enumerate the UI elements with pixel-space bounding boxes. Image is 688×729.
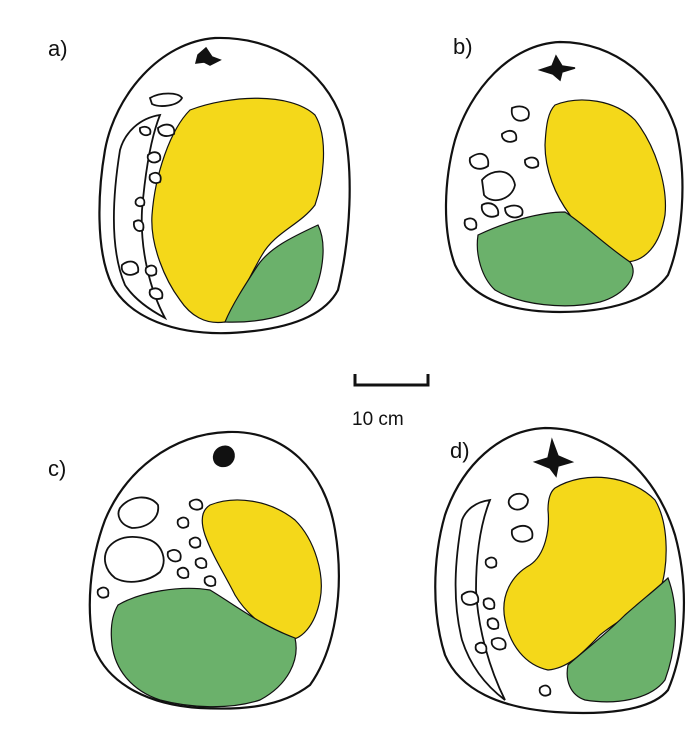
panel-c-hole-3 bbox=[188, 536, 202, 549]
panel-a-hole-10 bbox=[148, 287, 164, 300]
panel-c-left-cluster bbox=[104, 536, 165, 583]
panel-b-hole-8 bbox=[501, 129, 518, 143]
panel-c: c) bbox=[48, 430, 340, 710]
scale-bar-line bbox=[353, 374, 430, 387]
panel-c-hole-9 bbox=[96, 586, 110, 599]
panel-b-dark-spot bbox=[537, 54, 576, 82]
panel-c-dark-spot bbox=[212, 445, 235, 468]
panel-c-hole-4 bbox=[166, 549, 182, 563]
panel-label-b: b) bbox=[453, 34, 473, 59]
panel-b-green-region bbox=[476, 211, 634, 307]
panel-b-hole-5 bbox=[480, 202, 500, 218]
panel-a-dark-spot bbox=[195, 46, 222, 66]
panel-c-hole-7 bbox=[203, 575, 217, 587]
panel-d-hole-3 bbox=[460, 590, 480, 606]
panel-d-hatched-spot bbox=[507, 492, 529, 511]
scale-bar-label: 10 cm bbox=[352, 409, 404, 430]
panel-c-green-region bbox=[110, 587, 297, 708]
panel-c-hole-5 bbox=[176, 566, 190, 579]
panel-d-hole-6 bbox=[490, 637, 507, 651]
scale-bar: 10 cm bbox=[352, 374, 430, 430]
panel-a: a) bbox=[48, 36, 351, 335]
panel-b: b) bbox=[444, 34, 684, 314]
panel-c-hole-1 bbox=[117, 496, 160, 529]
panel-a-green-region bbox=[224, 224, 324, 323]
panel-b-hole-1 bbox=[510, 105, 530, 122]
panel-a-hole-6 bbox=[134, 196, 146, 208]
panel-b-hole-2 bbox=[468, 152, 490, 170]
panel-a-hole-2 bbox=[139, 125, 152, 137]
panel-b-hole-7 bbox=[463, 217, 478, 231]
panel-a-hole-3 bbox=[157, 123, 176, 137]
panel-label-a: a) bbox=[48, 36, 68, 61]
panel-a-hole-9 bbox=[144, 264, 158, 277]
panel-a-hole-8 bbox=[120, 260, 140, 276]
panel-d-inner-ring bbox=[454, 498, 506, 701]
panel-d-hole-8 bbox=[538, 684, 552, 697]
panel-b-hole-6 bbox=[504, 204, 524, 219]
panel-b-hole-4 bbox=[524, 156, 540, 169]
panel-a-hole-7 bbox=[132, 219, 145, 232]
panel-d-green-region bbox=[566, 576, 676, 703]
panel-d-hole-2 bbox=[484, 556, 498, 569]
panel-d: d) bbox=[434, 426, 685, 715]
panel-c-hole-6 bbox=[194, 557, 208, 569]
panel-d-hole-5 bbox=[486, 617, 500, 630]
panel-c-hole-2 bbox=[176, 516, 190, 529]
panel-a-hole-5 bbox=[148, 171, 162, 184]
panel-d-yellow-region bbox=[503, 476, 667, 671]
panel-a-hole-1 bbox=[148, 92, 184, 107]
panel-d-dark-spot bbox=[532, 437, 575, 478]
panel-d-hole-1 bbox=[511, 524, 534, 543]
panel-b-hole-3 bbox=[481, 170, 516, 202]
panel-a-hole-4 bbox=[146, 151, 162, 164]
panel-label-c: c) bbox=[48, 456, 66, 481]
panel-d-hole-7 bbox=[474, 641, 488, 654]
panel-c-hole-8 bbox=[188, 498, 204, 511]
panel-label-d: d) bbox=[450, 438, 470, 463]
panel-d-hole-4 bbox=[482, 597, 496, 610]
